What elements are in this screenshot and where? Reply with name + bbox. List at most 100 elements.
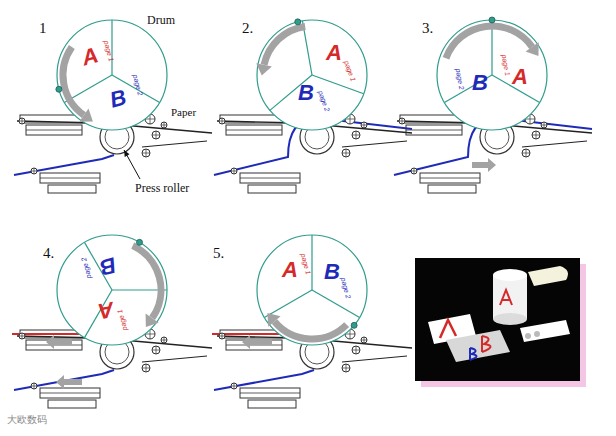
rotation-arrow: [133, 246, 161, 319]
frame-line: [142, 356, 207, 362]
drum-circle: [437, 20, 547, 130]
guide-roller-axle: [222, 333, 223, 339]
frame-line: [522, 141, 587, 147]
step-number: 2.: [241, 20, 254, 37]
drum-outline: [255, 233, 369, 347]
paper-tray: [26, 125, 82, 135]
paper-tray: [48, 185, 96, 193]
guide-roller: [361, 337, 367, 343]
motion-arrow: [242, 335, 272, 349]
guide-roller-axle: [164, 337, 165, 343]
drum-circle: [57, 235, 167, 345]
guide-roller-axle: [356, 346, 357, 354]
rotation-arrowhead: [526, 42, 539, 56]
guide-roller-axle: [526, 149, 527, 157]
drum-divider: [311, 235, 312, 290]
motion-arrow: [472, 158, 496, 172]
step-number: 5.: [212, 245, 225, 262]
guide-roller: [522, 149, 530, 157]
blue-paper: [14, 155, 114, 175]
frame-line: [342, 141, 407, 147]
drum-divider: [312, 290, 360, 318]
guide-roller-axle: [364, 122, 365, 128]
motion-arrow: [46, 335, 72, 349]
part-name: Press roller: [134, 182, 190, 195]
guide-roller: [342, 149, 350, 157]
guide-roller-axle: [414, 168, 415, 174]
render-roller: [525, 333, 531, 339]
guide-roller-axle: [234, 168, 235, 174]
motion-arrow: [56, 375, 82, 389]
page-letter: B: [324, 261, 340, 283]
guide-roller: [152, 346, 160, 354]
part-name: Drum: [146, 14, 176, 27]
guide-roller-axle: [34, 383, 35, 389]
guide-roller: [19, 333, 25, 339]
drum-marker: [56, 86, 62, 92]
drum-circle: [57, 20, 167, 130]
tray-line: [40, 393, 100, 394]
render-drum: [493, 275, 527, 319]
render-drum-top: [493, 269, 527, 281]
guide-roller: [352, 346, 360, 354]
guide-roller: [19, 118, 25, 124]
blue-paper: [214, 370, 314, 390]
drum: Apage 1Bpage 2: [255, 18, 369, 132]
guide-roller-axle: [164, 122, 165, 128]
drum: Apage 1Bpage 2: [435, 18, 549, 132]
paper-tray: [226, 125, 282, 135]
paper-tray: [428, 185, 476, 193]
render-tray: [446, 330, 510, 362]
render-output-sheet: [520, 320, 570, 342]
rotation-arrow: [274, 321, 346, 339]
guide-roller-axle: [146, 149, 147, 157]
guide-roller: [231, 383, 237, 389]
part-name: Paper: [170, 106, 197, 118]
render-paper-roll: [528, 266, 568, 286]
guide-roller-axle: [222, 118, 223, 124]
drum: Apage 1Bpage 2: [55, 18, 169, 132]
guide-roller: [142, 149, 150, 157]
page-letter: B: [298, 82, 314, 104]
page-letter: A: [282, 259, 298, 281]
guide-roller-axle: [544, 122, 545, 128]
render-letter-mark: [500, 290, 512, 305]
tray-line: [26, 130, 82, 131]
drum: Apage 1Bpage 2: [255, 233, 369, 347]
leader-arrowhead: [124, 150, 130, 157]
drum-marker: [295, 19, 301, 25]
paper-tray: [40, 173, 100, 183]
guide-roller-axle: [346, 149, 347, 157]
rotation-arrowhead: [79, 109, 93, 122]
drum-outline: [435, 18, 549, 132]
guide-roller-axle: [156, 346, 157, 354]
blue-paper: [14, 370, 114, 390]
guide-roller: [31, 168, 37, 174]
guide-roller: [532, 131, 540, 139]
rotation-arrowhead: [267, 313, 280, 327]
rotation-arrow: [264, 26, 305, 64]
tray-line: [240, 178, 300, 179]
paper-tray: [40, 388, 100, 398]
drum: Apage 1Bpage 2: [55, 233, 169, 347]
guide-roller-axle: [34, 168, 35, 174]
render-roller: [534, 331, 540, 337]
paper-tray: [248, 185, 296, 193]
drum-outline: [55, 233, 169, 347]
render-letter-mark: [482, 336, 491, 352]
step-number: 3.: [421, 20, 434, 37]
drum-marker: [137, 239, 143, 245]
render-letter-mark: [440, 320, 456, 338]
render-letter-mark: [470, 348, 477, 360]
guide-roller: [142, 364, 150, 372]
guide-roller: [219, 118, 225, 124]
leader-line: [124, 150, 140, 179]
render-panel: [415, 258, 580, 381]
paper-tray: [248, 400, 296, 408]
tray-line: [240, 393, 300, 394]
paper-tray: [240, 388, 300, 398]
guide-roller: [219, 333, 225, 339]
frame-line: [142, 141, 207, 147]
rotation-arrow: [63, 47, 84, 115]
